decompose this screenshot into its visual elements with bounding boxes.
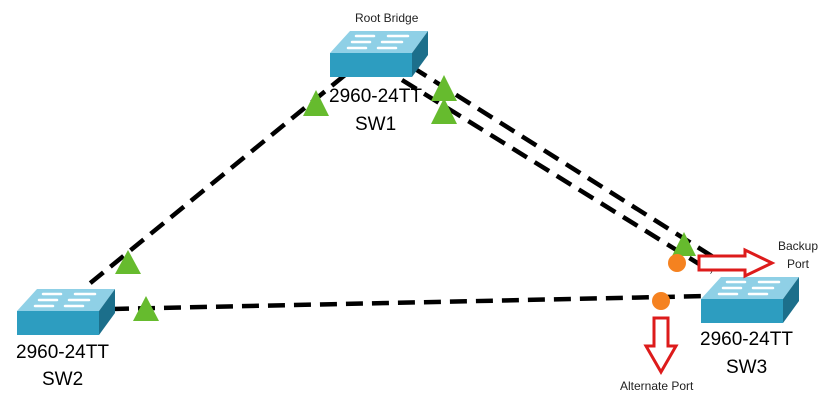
link-sw1-sw3-1	[410, 65, 720, 262]
sw2-name-label: SW2	[42, 369, 83, 390]
backup-port-arrow-icon	[697, 247, 776, 279]
alternate-port-arrow-icon	[643, 316, 679, 376]
link-sw1-sw2	[86, 73, 347, 287]
links	[86, 65, 720, 312]
green-triangle-icon	[431, 75, 457, 101]
sw1-name-label: SW1	[355, 114, 396, 135]
sw1-model-label: 2960-24TT	[329, 86, 422, 107]
green-triangle-icon	[672, 232, 696, 256]
link-sw1-sw3-2	[400, 78, 714, 274]
backup-port-label-line1: Backup	[778, 239, 818, 253]
orange-circle-icon	[668, 254, 686, 272]
alternate-port-label: Alternate Port	[620, 379, 694, 393]
orange-circle-icon	[652, 292, 670, 310]
green-triangle-icon	[303, 90, 329, 116]
sw3-model-label: 2960-24TT	[700, 329, 793, 350]
switch-sw3[interactable]	[699, 275, 801, 325]
link-sw2-sw3	[111, 293, 709, 312]
port-markers	[115, 75, 696, 321]
switch-sw1[interactable]	[328, 29, 430, 79]
backup-port-label-line2: Port	[787, 257, 810, 271]
sw3-name-label: SW3	[726, 357, 767, 378]
green-triangle-icon	[115, 250, 141, 274]
sw2-model-label: 2960-24TT	[16, 342, 109, 363]
root-bridge-label: Root Bridge	[355, 11, 419, 25]
switch-sw2[interactable]	[15, 287, 117, 337]
green-triangle-icon	[133, 296, 159, 321]
green-triangle-icon	[431, 98, 457, 124]
